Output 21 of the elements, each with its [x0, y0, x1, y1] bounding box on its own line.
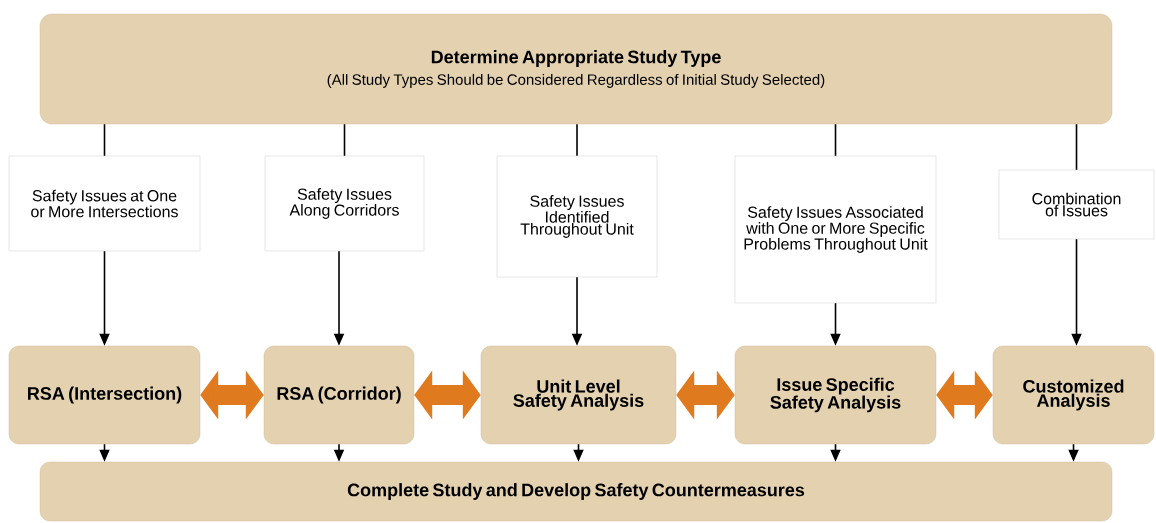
- connector-line: [103, 123, 106, 157]
- result-box: Complete Study and Develop Safety Countermeasures: [39, 461, 1113, 522]
- analysis-box: Issue Specific Safety Analysis: [734, 345, 937, 445]
- issue-box: Combination of Issues: [998, 169, 1155, 240]
- double-arrow: [414, 370, 481, 420]
- issue-box: Safety Issues at One or More Intersections: [8, 155, 201, 252]
- analysis-box: Unit Level Safety Analysis: [480, 345, 677, 445]
- issue-box: Safety Issues Identified Throughout Unit: [496, 155, 658, 278]
- connector-line: [1075, 123, 1078, 171]
- double-arrow: [936, 370, 993, 420]
- double-arrow: [200, 370, 264, 420]
- analysis-box: RSA (Corridor): [263, 345, 415, 445]
- connector-line: [834, 123, 837, 157]
- connector-line: [343, 123, 346, 157]
- issue-box: Safety Issues Along Corridors: [264, 155, 425, 252]
- connector-line: [576, 123, 578, 157]
- heading-box: Determine Appropriate Study Type (All Study Types Should be Considered Regardless of Initial Study Selected): [39, 13, 1113, 125]
- analysis-box: Customized Analysis: [992, 345, 1155, 445]
- issue-box: Safety Issues Associated with One or More Specific Problems Throughout Unit: [734, 155, 937, 304]
- double-arrow: [676, 370, 735, 420]
- analysis-box: RSA (Intersection): [8, 345, 201, 445]
